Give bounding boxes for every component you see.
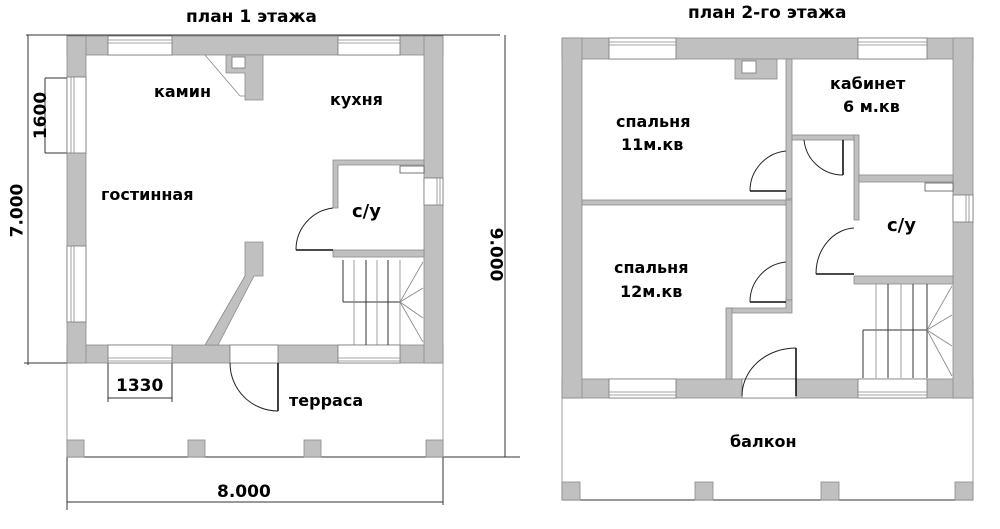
- room-label-balcony: балкон: [730, 432, 797, 451]
- terrace: [66, 363, 444, 458]
- dimension-house-depth: 7.000: [7, 183, 28, 238]
- room-label-kitchen: кухня: [330, 90, 383, 109]
- floor2-title: план 2-го этажа: [688, 3, 847, 23]
- floor1-plan: [24, 34, 520, 510]
- fireplace: [204, 54, 264, 101]
- dimension-total-width: 8.000: [217, 482, 271, 502]
- floor1-angled-wall: [204, 241, 264, 346]
- room-label-terrace: терраса: [289, 391, 364, 410]
- room-label-bedroom1-name: спальня: [616, 112, 691, 131]
- room-label-living-room: гостинная: [101, 185, 194, 204]
- floor2-doors: [741, 139, 855, 399]
- floor1-dimension-lines: [24, 34, 520, 510]
- floor2-chimney: [734, 58, 778, 80]
- balcony: [561, 398, 974, 501]
- dimension-side-window: 1600: [31, 91, 52, 140]
- room-label-office-name: кабинет: [830, 74, 906, 93]
- room-label-fireplace: камин: [154, 82, 211, 101]
- floor2-stairs: [862, 284, 953, 378]
- room-label-office-area: 6 м.кв: [843, 97, 900, 116]
- dimension-front-window: 1330: [116, 376, 164, 396]
- room-label-bathroom-floor1: с/у: [352, 201, 381, 222]
- floor1-title: план 1 этажа: [186, 7, 317, 27]
- room-label-bedroom2-area: 12м.кв: [620, 282, 683, 301]
- floor1-stairs: [342, 260, 424, 345]
- floor2-partitions: [581, 58, 954, 380]
- floor1-entrance-door: [229, 344, 279, 412]
- room-label-bedroom1-area: 11м.кв: [621, 135, 684, 154]
- floor1-bathroom-walls: [295, 159, 425, 258]
- floor1-windows: [66, 35, 444, 364]
- dimension-total-depth: 9.000: [485, 227, 506, 282]
- room-label-bedroom2-name: спальня: [614, 258, 689, 277]
- room-label-bathroom-floor2: с/у: [887, 215, 916, 236]
- floor2-plan: [561, 37, 974, 501]
- floor2-windows: [608, 37, 974, 399]
